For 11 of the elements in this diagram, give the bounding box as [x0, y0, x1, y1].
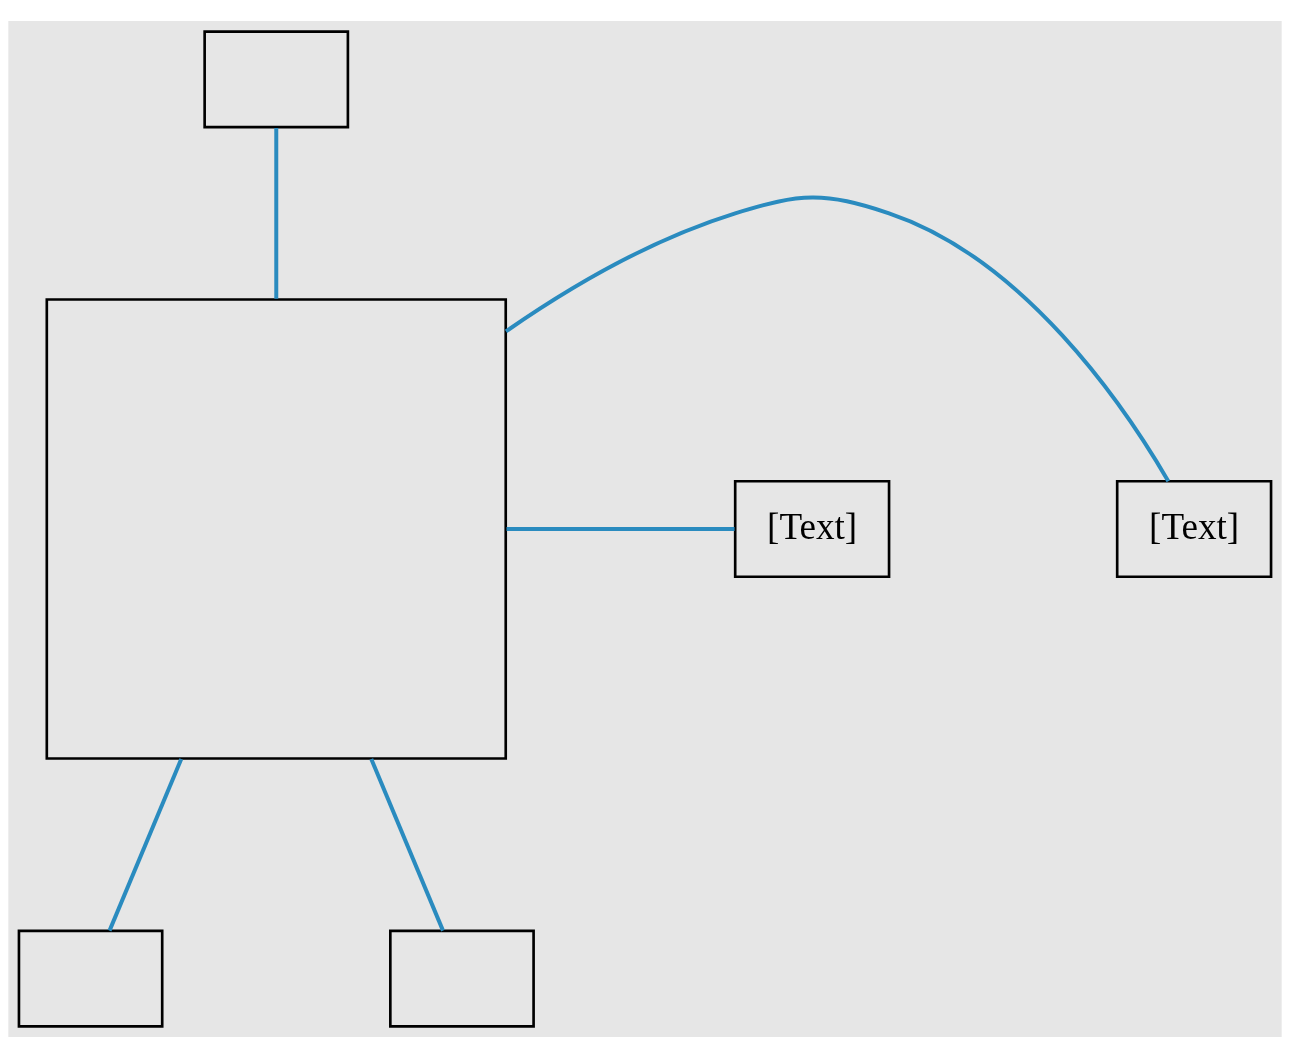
node-box	[389, 929, 535, 1028]
connector	[369, 757, 445, 931]
node-box	[45, 297, 508, 760]
node-box: [Text]	[1115, 479, 1273, 578]
node-box: [Text]	[733, 479, 891, 578]
connector	[107, 757, 184, 931]
node-box	[17, 929, 164, 1028]
connector	[506, 526, 735, 531]
connector	[274, 127, 279, 299]
node-box	[203, 29, 350, 128]
connector	[504, 195, 1170, 482]
